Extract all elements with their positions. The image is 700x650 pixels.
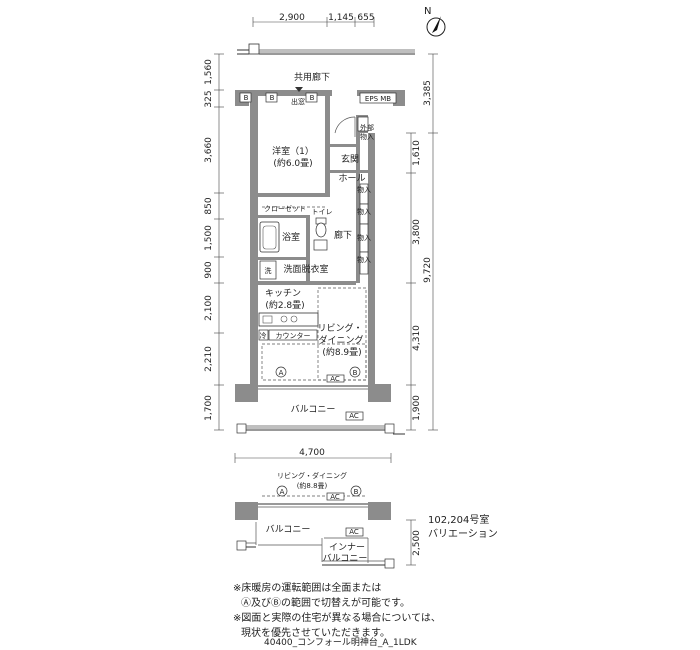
dim-top-2: 1,145 bbox=[328, 13, 354, 23]
dim-left-2: 325 bbox=[204, 90, 214, 107]
variation-room-label: リビング・ダイニング bbox=[277, 471, 347, 480]
eps-mb-box: EPS MB bbox=[359, 92, 397, 104]
variation-plan: リビング・ダイニング (約8.8畳) A B AC バルコニー AC インナー … bbox=[235, 471, 395, 569]
variation-title-2: バリエーション bbox=[428, 528, 498, 540]
dim-right-3: 4,310 bbox=[412, 325, 422, 351]
svg-text:A: A bbox=[279, 369, 284, 377]
storage-label-4: 物入 bbox=[357, 255, 371, 264]
hall-label: ホール bbox=[338, 173, 365, 184]
common-corridor-label: 共用廊下 bbox=[294, 71, 330, 83]
note-line-2: Ⓐ及びⒷの範囲で切替えが可能です。 bbox=[241, 598, 410, 609]
kitchen-label: キッチン bbox=[265, 288, 301, 299]
floor-heating-zone-b bbox=[317, 287, 367, 381]
dim-left-4: 850 bbox=[204, 197, 214, 214]
top-dimension-line: 2,900 1,145 655 bbox=[252, 13, 375, 27]
kitchen-size: (約2.8畳) bbox=[265, 299, 304, 311]
north-label: N bbox=[424, 6, 431, 17]
inner-balcony-label-1: インナー bbox=[329, 542, 365, 553]
western-room-size: (約6.0畳) bbox=[273, 157, 312, 169]
left-dimension-labels: 1,560 325 3,660 850 1,500 900 2,100 2,21… bbox=[204, 59, 214, 421]
dining-label: ダイニング bbox=[318, 334, 363, 346]
variation-marker-a: A bbox=[280, 488, 285, 496]
right-inner-dimension-line bbox=[406, 132, 416, 431]
living-label: リビング・ bbox=[317, 322, 362, 334]
right-outer-dimension-line bbox=[428, 53, 438, 431]
dim-right-1: 1,610 bbox=[412, 140, 422, 166]
note-line-4: 現状を優先させていただきます。 bbox=[241, 628, 390, 639]
north-arrow-icon: N bbox=[424, 6, 446, 37]
marker-b: B bbox=[349, 366, 361, 378]
dim-left-5: 1,500 bbox=[204, 225, 214, 251]
variation-dimension-line: 2,500 bbox=[406, 519, 422, 566]
washing-machine: 洗 bbox=[259, 260, 277, 280]
living-size: (約8.9畳) bbox=[322, 346, 361, 358]
counter-label: カウンター bbox=[276, 331, 311, 340]
dim-left-8: 2,210 bbox=[204, 346, 214, 372]
marker-b-top-center: B bbox=[270, 94, 275, 102]
note-line-1: ※床暖房の運転範囲は全面または bbox=[233, 583, 382, 594]
variation-marker-b: B bbox=[354, 488, 359, 496]
footer-code: 40400_コンフォール明神台_A_1LDK bbox=[264, 638, 417, 648]
outdoor-storage-label-1: 外部 bbox=[360, 123, 374, 132]
storage-label-2: 物入 bbox=[357, 207, 371, 216]
toilet-label: トイレ bbox=[312, 208, 333, 216]
bath-label: 浴室 bbox=[282, 231, 300, 243]
dim-left-3: 3,660 bbox=[204, 137, 214, 163]
window-sash: B B B 出窓 bbox=[239, 87, 318, 106]
dim-left-1: 1,560 bbox=[204, 59, 214, 85]
dim-right-outer-2: 9,720 bbox=[423, 257, 433, 283]
dim-left-9: 1,700 bbox=[204, 395, 214, 421]
variation-ac-balcony: AC bbox=[349, 528, 359, 536]
storage-label-1: 物入 bbox=[357, 185, 371, 194]
outdoor-storage-label-2: 物入 bbox=[360, 132, 374, 141]
fridge-label: 冷 bbox=[260, 331, 267, 340]
storage-cabinets: 物入 物入 物入 物入 bbox=[357, 183, 371, 275]
dim-bottom-width: 4,700 bbox=[299, 448, 325, 458]
corridor-label: 廊下 bbox=[334, 229, 352, 241]
marker-b-top-left: B bbox=[244, 94, 249, 102]
western-room-label: 洋室（1） bbox=[272, 145, 314, 157]
dim-left-6: 900 bbox=[204, 261, 214, 278]
washing-label: 洗 bbox=[265, 266, 272, 275]
marker-b-top-right: B bbox=[310, 94, 315, 102]
dim-variation-depth: 2,500 bbox=[412, 530, 422, 556]
left-dimension-line bbox=[214, 53, 224, 431]
ac-unit-balcony: AC bbox=[345, 411, 364, 421]
inner-balcony-label-2: バルコニー bbox=[323, 553, 368, 564]
variation-ac-upper: AC bbox=[330, 493, 340, 501]
dim-right-outer-1: 3,385 bbox=[423, 80, 433, 106]
storage-label-3: 物入 bbox=[357, 233, 371, 242]
closet-label: クローゼット bbox=[264, 204, 306, 213]
right-outer-dimension-labels: 3,385 9,720 bbox=[423, 80, 433, 283]
note-line-3: ※図面と実際の住宅が異なる場合については、 bbox=[233, 613, 441, 624]
washroom-label: 洗面脱衣室 bbox=[283, 263, 328, 275]
variation-title-1: 102,204号室 bbox=[428, 513, 489, 526]
variation-balcony-label: バルコニー bbox=[266, 524, 311, 535]
marker-a: A bbox=[275, 366, 287, 378]
dim-top-1: 2,900 bbox=[279, 13, 305, 23]
svg-text:AC: AC bbox=[330, 375, 340, 383]
ac-unit-living: AC bbox=[326, 374, 345, 383]
dim-left-7: 2,100 bbox=[204, 295, 214, 321]
right-inner-dimension-labels: 1,610 3,800 4,310 1,900 bbox=[412, 140, 422, 421]
kitchen-counter: 冷 カウンター bbox=[258, 312, 319, 341]
outdoor-storage: 外部 物入 bbox=[334, 116, 374, 141]
balcony-railing bbox=[236, 423, 405, 435]
dim-right-4: 1,900 bbox=[412, 395, 422, 421]
variation-room-size: (約8.8畳) bbox=[297, 481, 328, 490]
dim-right-2: 3,800 bbox=[412, 219, 422, 245]
dim-top-3: 655 bbox=[357, 13, 374, 23]
svg-text:B: B bbox=[353, 369, 358, 377]
eps-mb-label: EPS MB bbox=[365, 95, 391, 103]
entrance-label: 玄関 bbox=[341, 153, 359, 165]
toilet: トイレ bbox=[312, 208, 333, 251]
svg-text:AC: AC bbox=[349, 412, 359, 420]
balcony-label: バルコニー bbox=[291, 404, 336, 415]
bathtub bbox=[259, 221, 280, 253]
corridor-railing bbox=[237, 43, 415, 55]
bottom-dimension-line: 4,700 bbox=[234, 448, 392, 463]
window-sash-label: 出窓 bbox=[291, 97, 305, 106]
floor-heating-zone-a bbox=[261, 343, 367, 381]
